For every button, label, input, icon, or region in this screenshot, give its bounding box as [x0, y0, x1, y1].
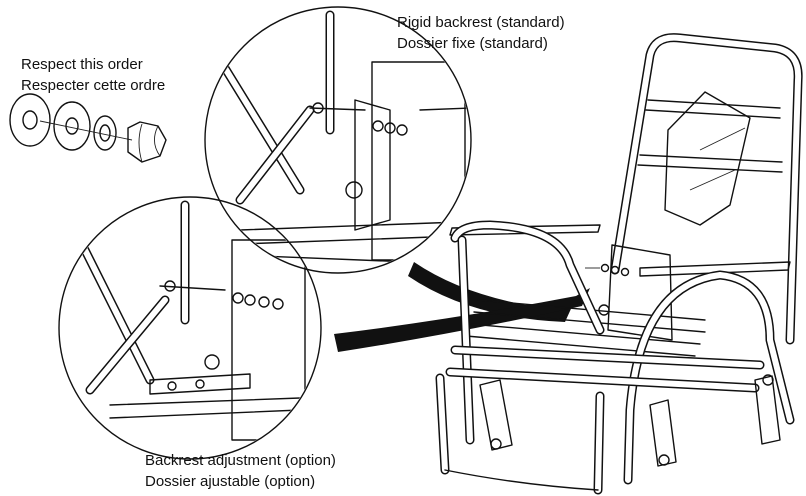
washer-icon — [9, 93, 51, 147]
adjustable-backrest-label-fr: Dossier ajustable (option) — [145, 473, 316, 490]
rigid-backrest-detail — [204, 6, 472, 274]
hardware-order-label-fr: Respecter cette ordre — [21, 77, 166, 94]
hardware-sequence — [9, 93, 167, 163]
washer-icon — [53, 101, 91, 151]
adjustable-backrest-detail — [58, 196, 322, 460]
rigid-backrest-label-fr: Dossier fixe (standard) — [397, 35, 548, 52]
hardware-order-label-en: Respect this order — [21, 56, 143, 73]
rigid-backrest-label-en: Rigid backrest (standard) — [397, 14, 565, 31]
chair-frame — [435, 33, 803, 495]
hex-nut-icon — [127, 121, 167, 163]
adjustable-backrest-label-en: Backrest adjustment (option) — [145, 452, 336, 469]
